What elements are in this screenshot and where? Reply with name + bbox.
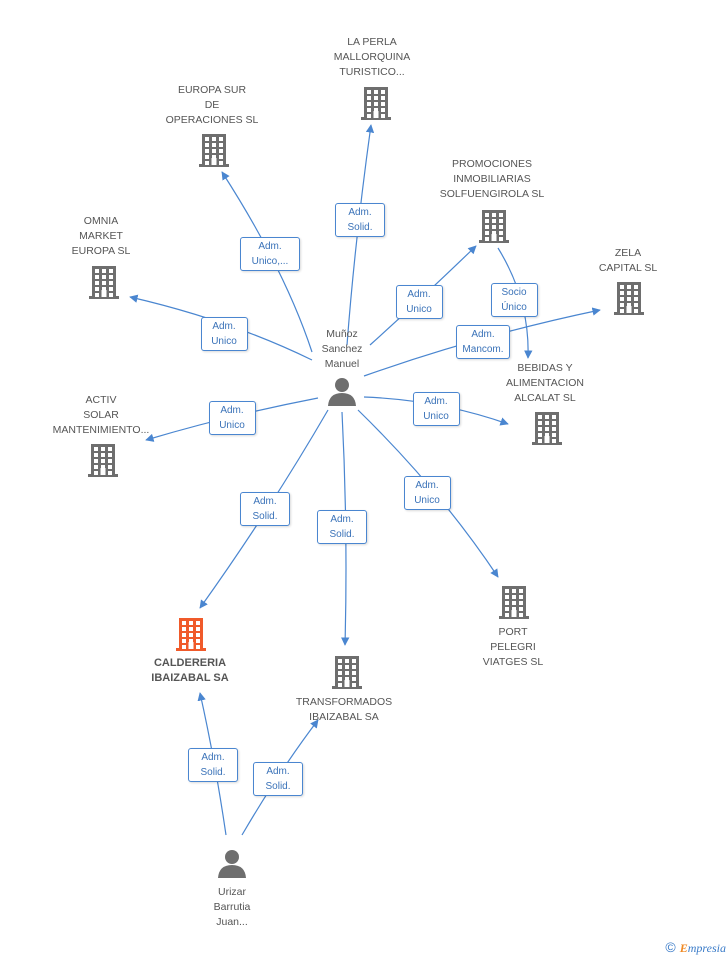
edge-label-munoz-to-caldereria[interactable]: Adm. Solid. (239, 492, 291, 526)
node-label-munoz[interactable]: Muñoz Sanchez Manuel (321, 328, 363, 370)
edge-label-promociones-to-bebidas[interactable]: Socio Único (490, 283, 538, 317)
empresia-brand-logo[interactable]: ©Empresia (665, 939, 726, 955)
node-label-zela[interactable]: ZELA CAPITAL SL (598, 247, 658, 274)
edge-label-urizar-to-caldereria[interactable]: Adm. Solid. (187, 748, 239, 782)
node-label-caldereria[interactable]: CALDERERIA IBAIZABAL SA (151, 657, 229, 684)
node-label-transformados[interactable]: TRANSFORMADOS IBAIZABAL SA (295, 696, 393, 723)
building-icon-omnia[interactable] (89, 266, 119, 299)
edge-label-urizar-to-transformados[interactable]: Adm. Solid. (252, 762, 304, 796)
edge-label-munoz-to-port[interactable]: Adm. Unico (403, 476, 451, 510)
building-icon-promociones[interactable] (479, 210, 509, 243)
building-icon-europasur[interactable] (199, 134, 229, 167)
node-label-bebidas[interactable]: BEBIDAS Y ALIMENTACION ALCALAT SL (506, 362, 584, 404)
node-label-urizar[interactable]: Urizar Barrutia Juan... (213, 886, 251, 928)
node-label-activ[interactable]: ACTIV SOLAR MANTENIMIENTO... (52, 394, 150, 436)
node-label-promociones[interactable]: PROMOCIONES INMOBILIARIAS SOLFUENGIROLA … (439, 158, 545, 200)
building-icon-bebidas[interactable] (532, 412, 562, 445)
building-icon-zela[interactable] (614, 282, 644, 315)
edge-label-munoz-to-bebidas[interactable]: Adm. Unico (412, 392, 460, 426)
edge-label-munoz-to-omnia[interactable]: Adm. Unico (200, 317, 248, 351)
building-icon-caldereria[interactable] (176, 618, 206, 651)
person-icon-munoz[interactable] (328, 378, 356, 406)
person-icon-urizar[interactable] (218, 850, 246, 878)
edge-label-munoz-to-laperla[interactable]: Adm. Solid. (334, 203, 386, 237)
edge-label-munoz-to-transformados[interactable]: Adm. Solid. (316, 510, 368, 544)
building-icon-port[interactable] (499, 586, 529, 619)
copyright-icon: © (665, 939, 676, 955)
node-label-europasur[interactable]: EUROPA SUR DE OPERACIONES SL (165, 84, 259, 126)
node-label-port[interactable]: PORT PELEGRI VIATGES SL (482, 626, 544, 668)
edge-label-munoz-to-promociones[interactable]: Adm. Unico (395, 285, 443, 319)
node-label-omnia[interactable]: OMNIA MARKET EUROPA SL (71, 215, 131, 257)
edge-label-munoz-to-europasur[interactable]: Adm. Unico,... (239, 237, 301, 271)
node-label-laperla[interactable]: LA PERLA MALLORQUINA TURISTICO... (333, 36, 411, 78)
building-icon-transformados[interactable] (332, 656, 362, 689)
building-icon-activ[interactable] (88, 444, 118, 477)
edge-munoz-to-laperla (346, 124, 375, 346)
building-icon-laperla[interactable] (361, 87, 391, 120)
edge-label-munoz-to-activ[interactable]: Adm. Unico (208, 401, 256, 435)
edge-label-munoz-to-zela[interactable]: Adm. Mancom. (456, 325, 510, 359)
